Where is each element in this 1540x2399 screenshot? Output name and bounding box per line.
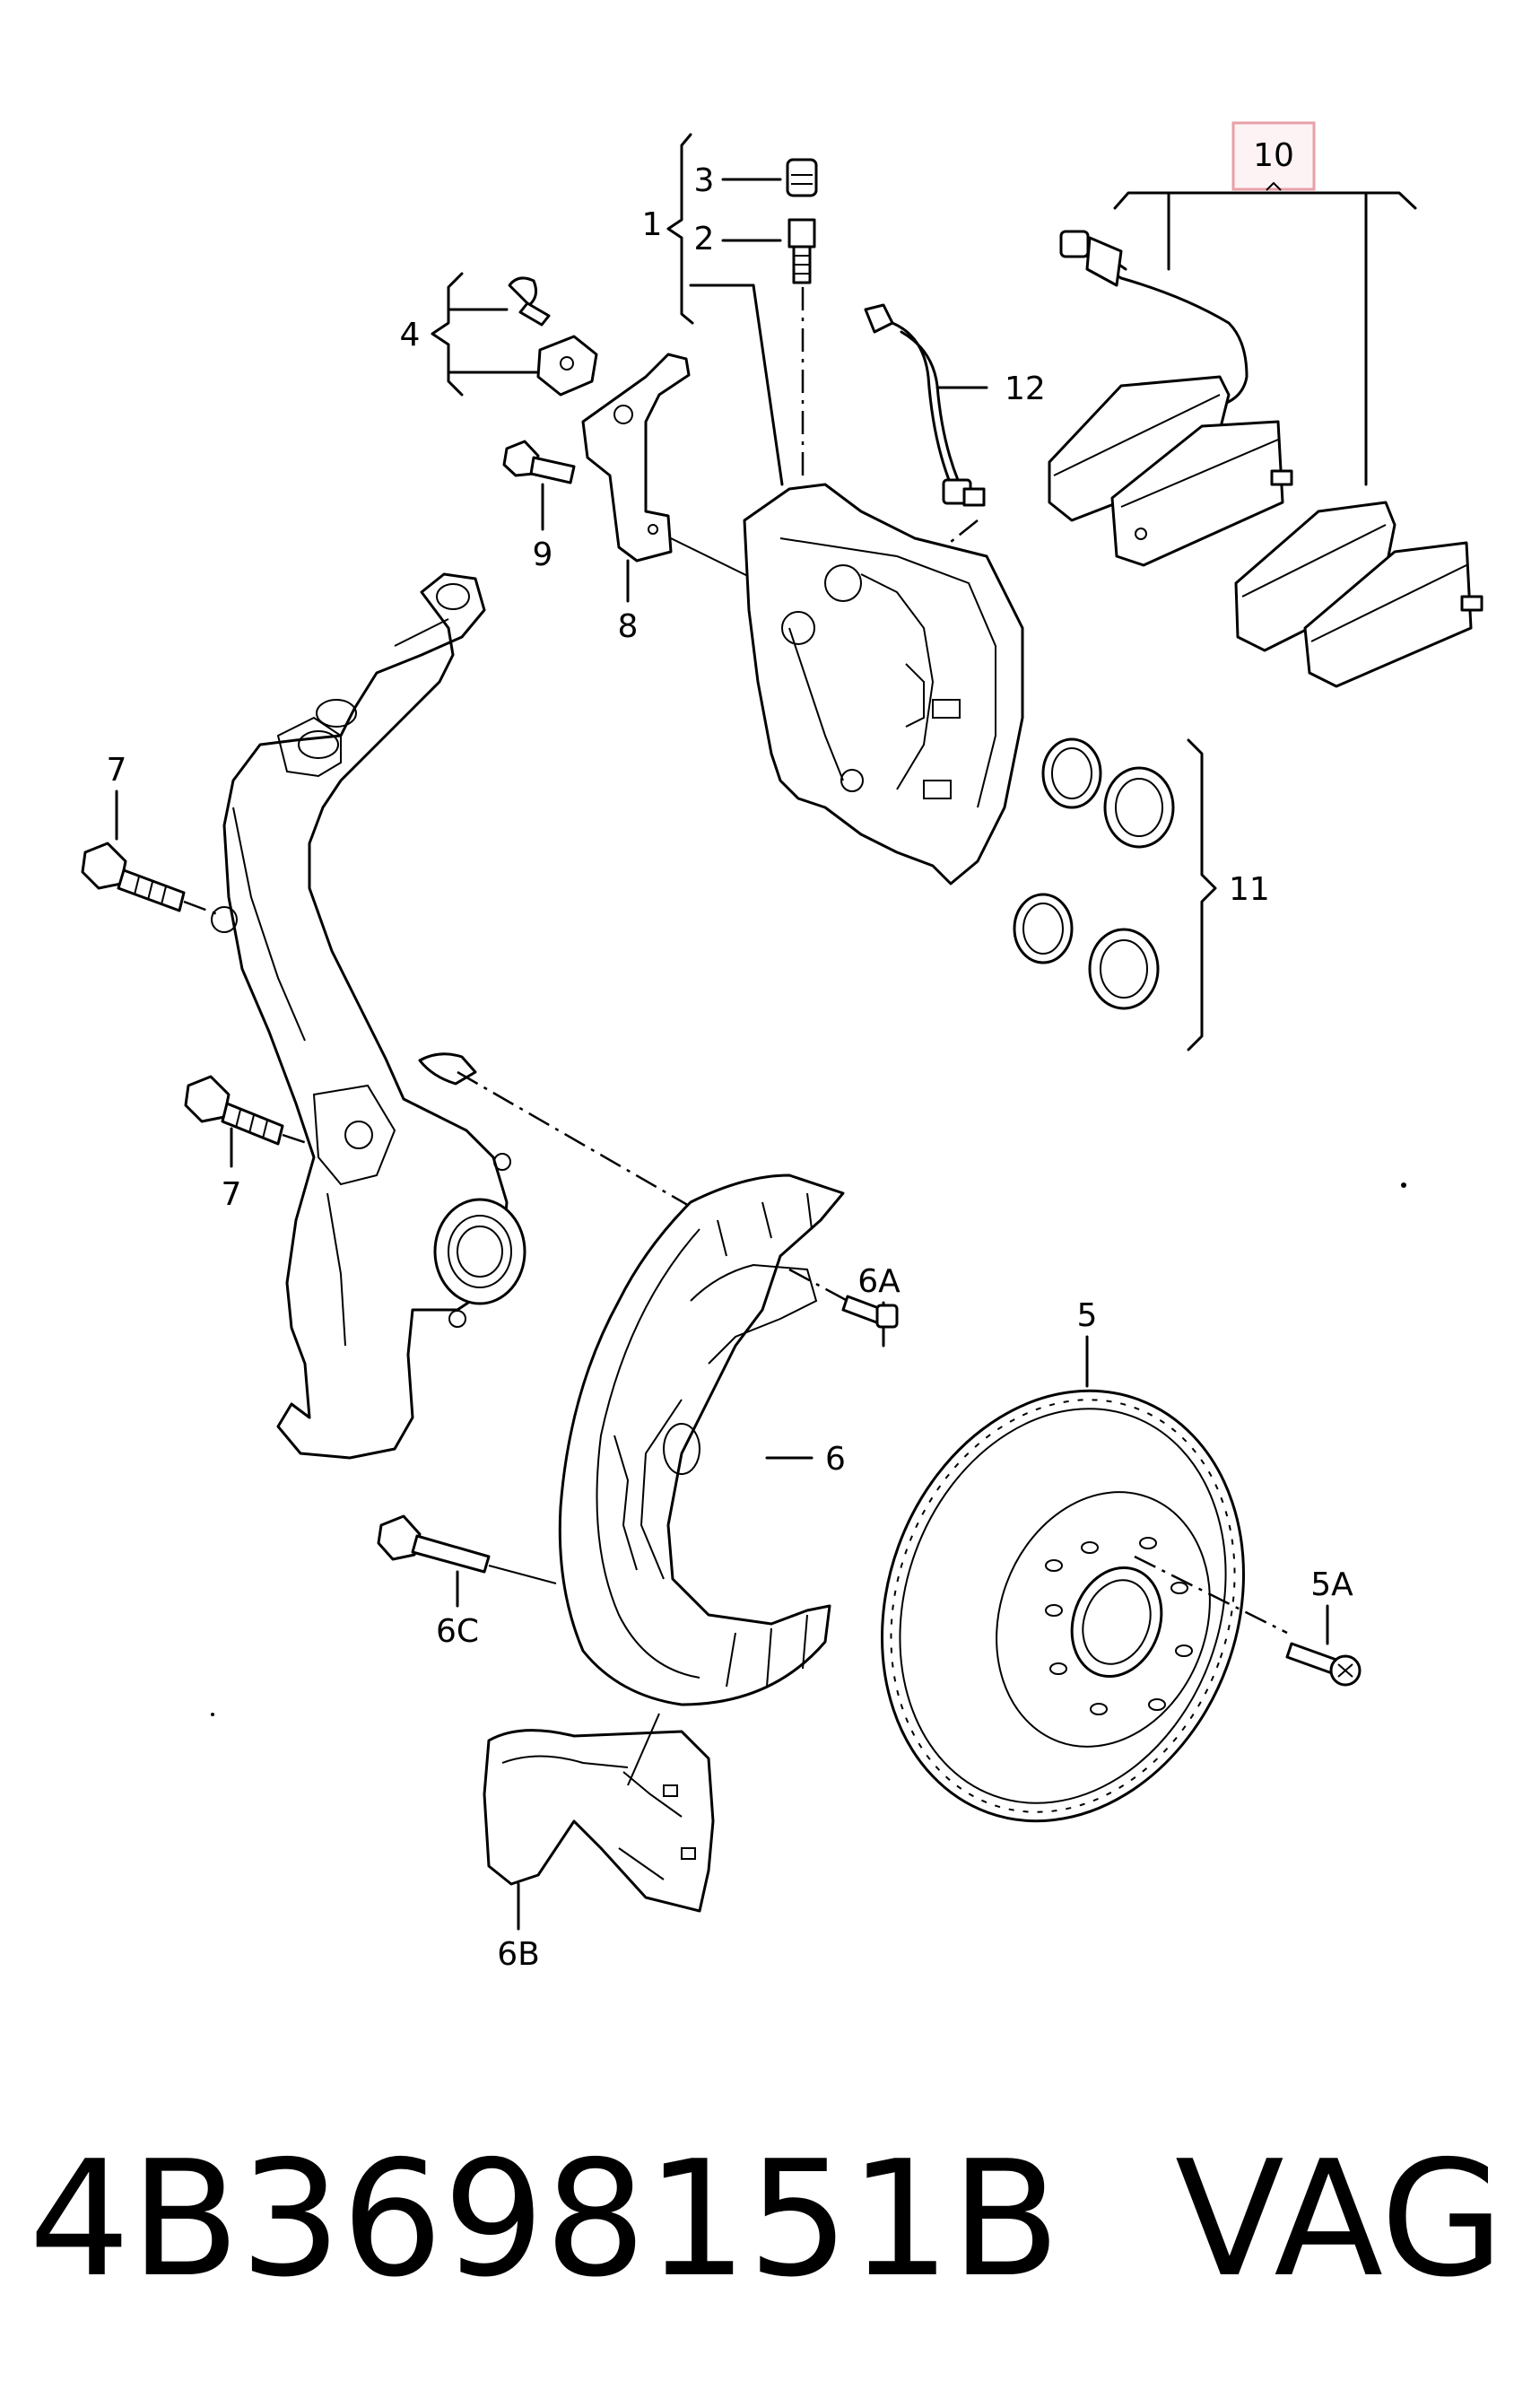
callout-10-group[interactable]: 10: [1231, 121, 1316, 191]
shield-screw-6c[interactable]: [377, 1514, 491, 1574]
callout-1-label[interactable]: 1: [642, 206, 663, 243]
guide-bushing[interactable]: [536, 335, 598, 397]
callout-3-label[interactable]: 3: [694, 162, 715, 199]
knuckle-bolt-top[interactable]: [81, 842, 186, 912]
callout-9-label[interactable]: 9: [533, 537, 553, 573]
callout-8-label[interactable]: 8: [618, 608, 639, 645]
brake-disc[interactable]: [823, 1339, 1302, 1872]
callout-10-label: 10: [1253, 137, 1294, 174]
brake-pads[interactable]: [1048, 230, 1483, 688]
shield-screw-6a[interactable]: [841, 1295, 899, 1329]
knuckle-bolt-bottom[interactable]: [184, 1075, 284, 1146]
brake-hose[interactable]: [864, 303, 986, 507]
bleeder-cap[interactable]: [786, 158, 818, 197]
callout-4-label[interactable]: 4: [400, 317, 421, 353]
bracket-11: [1187, 738, 1217, 1051]
bracket-bolt[interactable]: [502, 440, 576, 484]
callout-11-label[interactable]: 11: [1229, 871, 1270, 908]
bracket-10: [1113, 191, 1417, 210]
brand-text: VAG: [1175, 2126, 1504, 2312]
bracket-4: [431, 272, 464, 397]
bracket-1: [666, 133, 694, 325]
callout-6b-label[interactable]: 6B: [497, 1936, 540, 1973]
knuckle-stud[interactable]: [418, 1052, 477, 1086]
callout-6a-label[interactable]: 6A: [857, 1263, 901, 1300]
splash-shield[interactable]: [558, 1173, 845, 1706]
piston-seals[interactable]: [1013, 737, 1175, 1010]
bleeder-valve[interactable]: [787, 218, 816, 284]
callout-7-top-label[interactable]: 7: [107, 752, 127, 789]
callout-12-label[interactable]: 12: [1005, 371, 1046, 407]
callout-7-bottom-label[interactable]: 7: [222, 1176, 242, 1213]
callout-2-label[interactable]: 2: [694, 221, 715, 257]
guide-bolt[interactable]: [508, 276, 551, 327]
disc-screw[interactable]: [1285, 1642, 1362, 1687]
callout-5-label[interactable]: 5: [1077, 1297, 1098, 1334]
callout-10-highlight-box[interactable]: [1231, 121, 1316, 191]
caliper-bracket[interactable]: [581, 353, 691, 563]
part-number-text: 4B3698151B: [29, 2126, 1060, 2312]
callout-6c-label[interactable]: 6C: [436, 1613, 479, 1650]
brake-caliper[interactable]: [743, 483, 1024, 885]
deflector-plate[interactable]: [483, 1729, 715, 1913]
callout-6-label[interactable]: 6: [825, 1441, 846, 1478]
steering-knuckle[interactable]: [211, 572, 526, 1460]
callout-5a-label[interactable]: 5A: [1310, 1566, 1353, 1603]
